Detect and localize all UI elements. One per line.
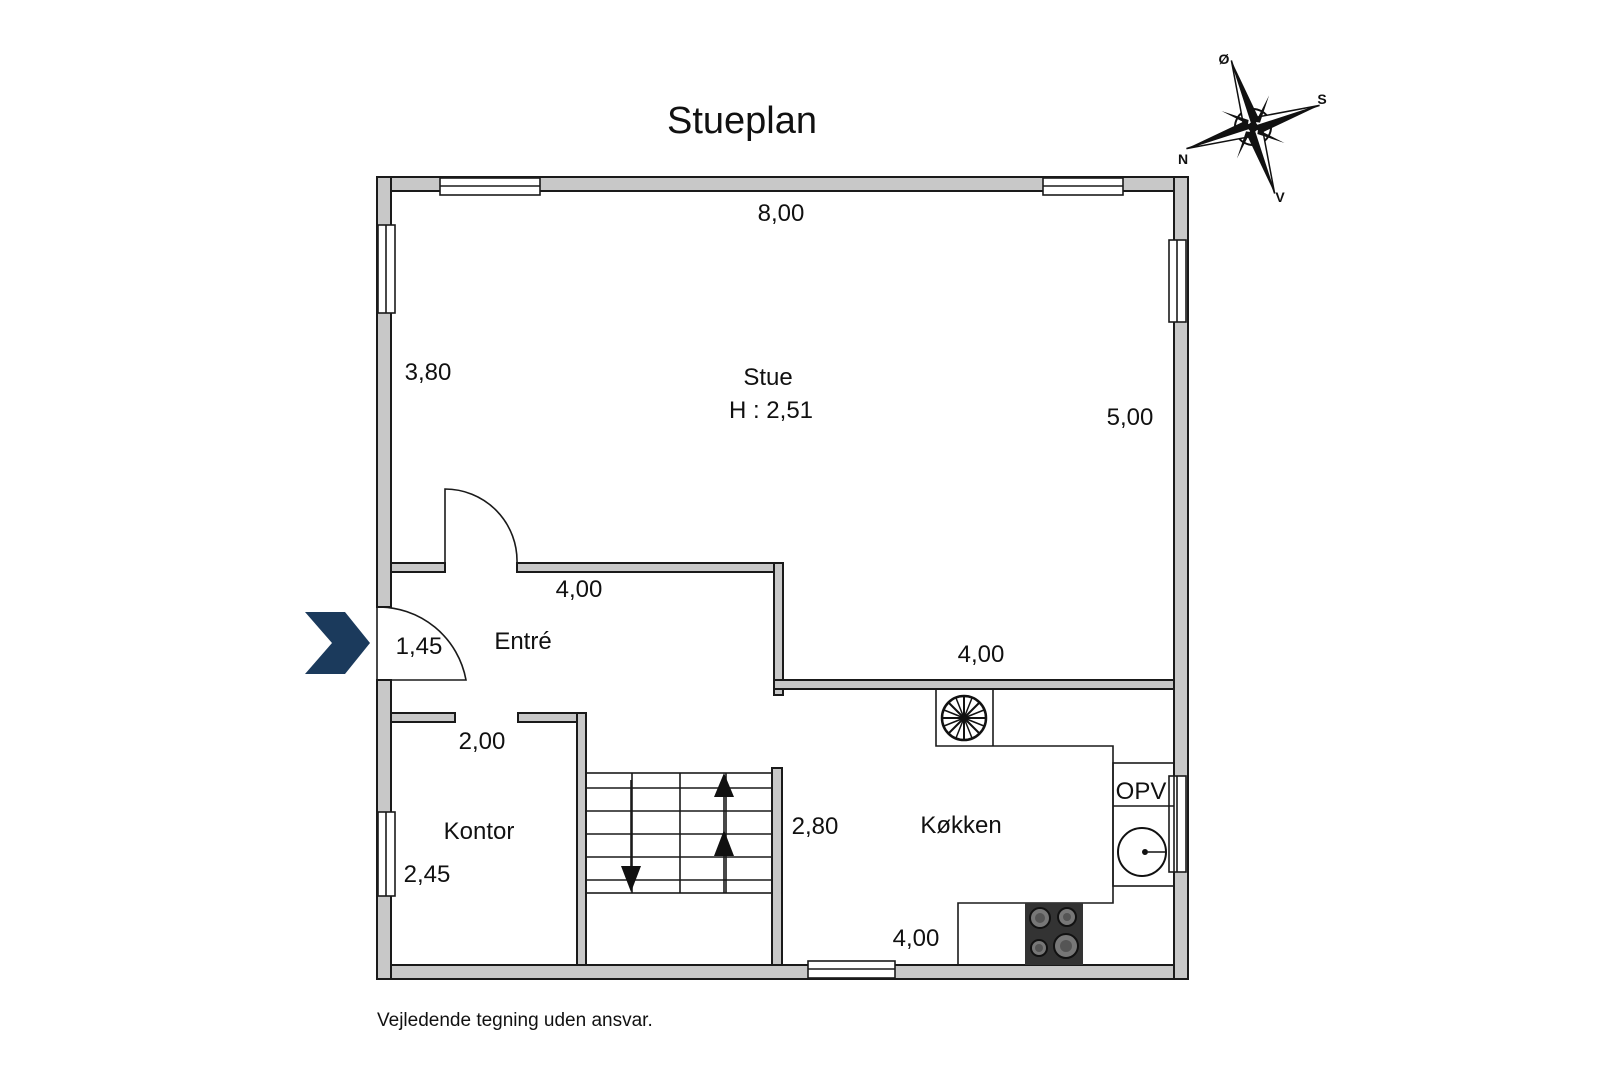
dim-stue-right: 5,00 [1107,404,1154,431]
entrance-arrow-icon [305,612,370,674]
disclaimer: Vejledende tegning uden ansvar. [377,1010,653,1031]
staircase [585,772,773,894]
dim-kitchen-top: 4,00 [958,641,1005,668]
dim-kontor-top: 2,00 [459,728,506,755]
room-label-kokken: Køkken [920,812,1001,839]
windows [377,177,1187,979]
dim-kitchen-bottom: 4,00 [893,925,940,952]
door-swings [376,488,518,681]
plan-title: Stueplan [667,100,817,142]
dim-entre-top: 4,00 [556,576,603,603]
dim-kontor-side: 2,45 [404,861,451,888]
dim-stue-left: 3,80 [405,359,452,386]
compass-label-v: V [1275,189,1285,205]
room-label-stue: Stue [743,364,792,391]
kitchen-counter [935,689,1175,965]
compass-label-s: S [1317,91,1326,107]
dim-entre-width: 1,45 [396,633,443,660]
room-label-opv: OPV [1116,778,1167,805]
ventilation-fan-icon [940,694,988,742]
compass-label-o: Ø [1219,51,1230,67]
room-label-kontor: Kontor [444,818,515,845]
dim-kitchen-side: 2,80 [792,813,839,840]
room-label-entre: Entré [494,628,551,655]
room-height-stue: H : 2,51 [729,397,813,424]
compass-label-n: N [1178,151,1188,167]
compass-icon [1186,60,1320,194]
sink-icon [1117,827,1167,877]
stove-icon [1025,903,1083,965]
dim-top: 8,00 [758,200,805,227]
